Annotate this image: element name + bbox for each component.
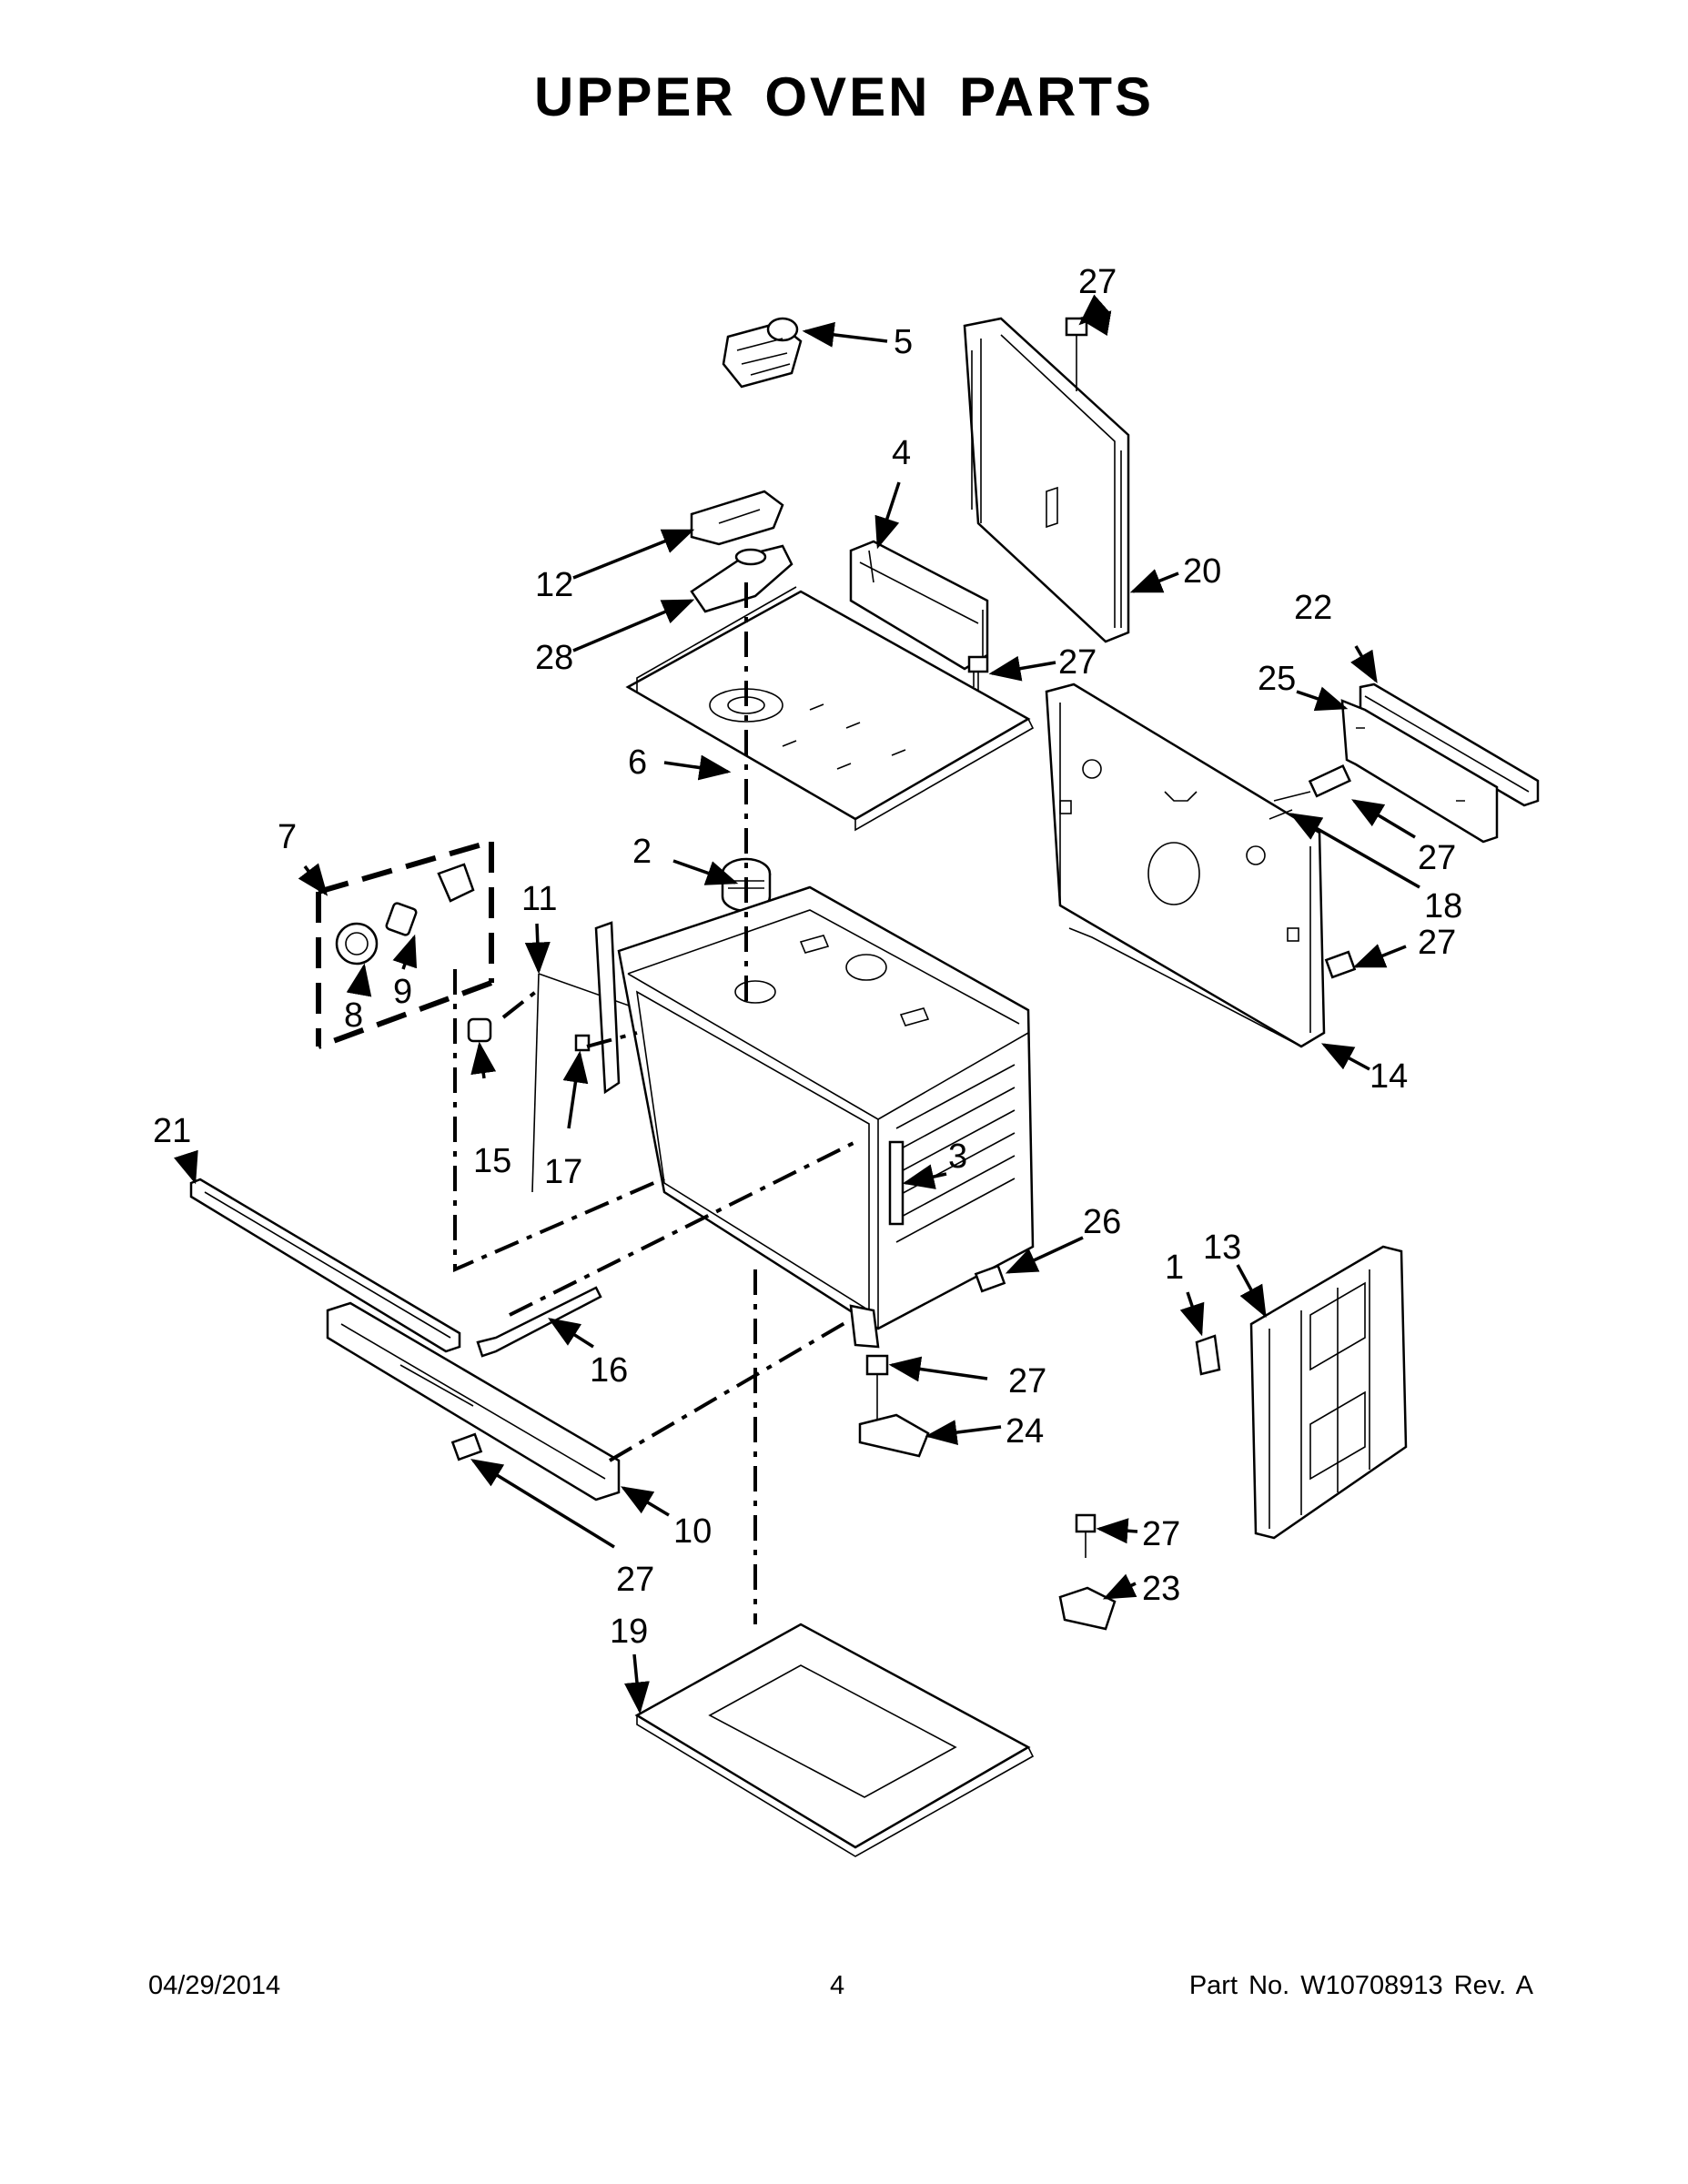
part-27-screw-lower-right — [1075, 1513, 1097, 1558]
callout-13: 13 — [1203, 1228, 1241, 1267]
callout-15: 15 — [473, 1142, 511, 1180]
oven-cavity — [594, 885, 1035, 1349]
part-28-bracket — [690, 544, 793, 613]
callout-18: 18 — [1424, 887, 1462, 925]
part-5-sensor-assembly — [722, 317, 803, 389]
part-12-bracket — [690, 490, 784, 546]
callout-21: 21 — [153, 1112, 191, 1150]
page-title: UPPER OVEN PARTS — [534, 66, 1154, 127]
part-24-bracket — [858, 1413, 930, 1458]
part-4-vent-duct — [849, 540, 989, 687]
callout-4: 4 — [892, 434, 911, 472]
part-7-8-9-knob-assembly — [316, 839, 494, 1049]
part-13-side-panel — [1249, 1245, 1408, 1540]
callout-27-vent: 27 — [1058, 643, 1097, 682]
footer-page-number: 4 — [830, 1971, 845, 2000]
callout-1: 1 — [1165, 1249, 1184, 1287]
assembly-lines — [453, 582, 856, 1624]
part-17-screw — [574, 1034, 591, 1052]
part-27-screw-vent — [967, 655, 989, 692]
part-1-clip — [1195, 1334, 1221, 1376]
callout-5: 5 — [894, 323, 913, 361]
part-21-trim-strip — [189, 1178, 461, 1353]
callout-26: 26 — [1083, 1203, 1121, 1241]
part-15-bumper — [467, 1017, 492, 1043]
part-16-sensor-rod — [476, 1286, 602, 1358]
part-6-top-panel — [625, 586, 1035, 832]
callout-14: 14 — [1370, 1057, 1408, 1096]
callout-25: 25 — [1258, 660, 1296, 698]
part-26-screw — [974, 1264, 1006, 1293]
callout-10: 10 — [673, 1512, 712, 1551]
part-3-bracket — [888, 1140, 905, 1226]
part-23-bracket — [1058, 1586, 1117, 1631]
callout-16: 16 — [590, 1351, 628, 1390]
callout-11: 11 — [521, 880, 557, 918]
part-10-trim-strip — [326, 1301, 621, 1502]
callout-27-top: 27 — [1078, 263, 1117, 301]
callout-17: 17 — [544, 1153, 582, 1191]
callout-2: 2 — [632, 833, 652, 871]
callout-27-lower-left: 27 — [616, 1561, 654, 1599]
callout-12: 12 — [535, 566, 573, 604]
callout-24: 24 — [1006, 1412, 1044, 1451]
callout-27-rear-lower: 27 — [1418, 924, 1456, 962]
callout-27-rear-upper: 27 — [1418, 839, 1456, 877]
callout-28: 28 — [535, 639, 573, 677]
callout-20: 20 — [1183, 552, 1221, 591]
part-20-rear-panel — [963, 317, 1130, 643]
callout-23: 23 — [1142, 1570, 1180, 1608]
callout-27-lower-right: 27 — [1142, 1515, 1180, 1553]
callout-22: 22 — [1294, 589, 1332, 627]
callout-19: 19 — [610, 1613, 648, 1651]
footer-date: 04/29/2014 — [148, 1971, 281, 2000]
leader-arrows — [174, 294, 1420, 1714]
part-14-rear-panel — [1045, 682, 1326, 1048]
callout-6: 6 — [628, 743, 647, 782]
part-27-screw-lower-left — [450, 1432, 483, 1461]
part-19-bottom-panel — [634, 1623, 1035, 1857]
callout-9: 9 — [393, 973, 412, 1011]
callout-3: 3 — [948, 1138, 967, 1176]
part-25-mounting-bracket — [1340, 699, 1499, 844]
callout-labels: 1 2 3 4 5 6 7 8 9 10 11 12 13 14 15 16 1… — [153, 263, 1462, 1651]
footer-part-number: Part No. W10708913 Rev. A — [1188, 1971, 1533, 2000]
callout-27-lower-mid: 27 — [1008, 1362, 1046, 1400]
part-27-screw-lower-mid — [865, 1354, 889, 1420]
part-27-screw-rear — [1324, 950, 1357, 979]
callout-7: 7 — [278, 818, 297, 856]
callout-8: 8 — [344, 996, 363, 1035]
part-18-sensor — [1269, 763, 1351, 820]
